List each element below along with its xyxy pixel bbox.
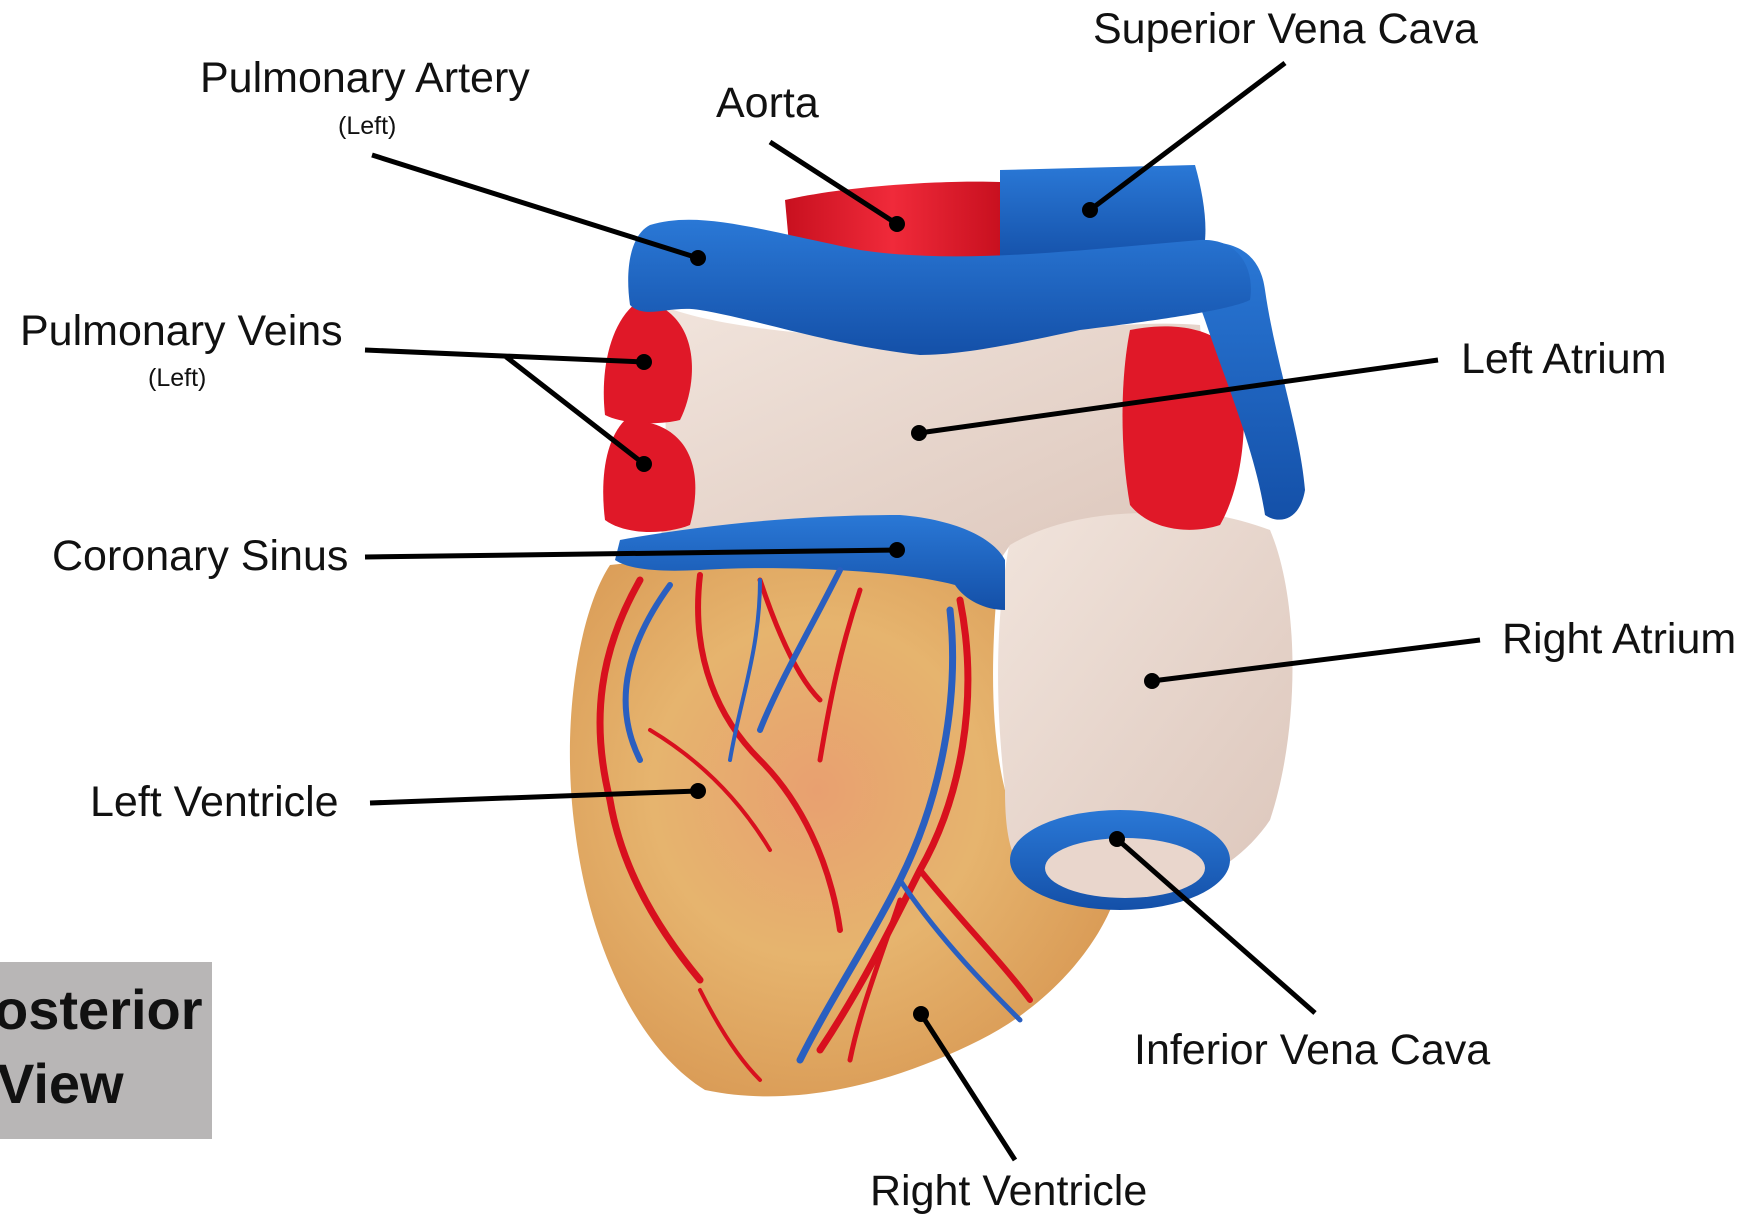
view-caption-box: osterior View [0, 962, 212, 1139]
leader-pulmonary-veins [365, 350, 644, 464]
view-caption-line2: View [0, 1051, 124, 1116]
label-aorta: Aorta [716, 80, 819, 127]
label-pulmonary-veins: Pulmonary Veins [20, 308, 343, 355]
leader-pulmonary-artery [372, 155, 698, 258]
label-right-ventricle: Right Ventricle [870, 1168, 1147, 1215]
label-pulmonary-artery: Pulmonary Artery [200, 55, 530, 102]
label-left-atrium: Left Atrium [1461, 336, 1667, 383]
view-caption-line1: osterior [0, 977, 203, 1042]
label-coronary-sinus: Coronary Sinus [52, 533, 348, 580]
label-right-atrium: Right Atrium [1502, 616, 1736, 663]
ivc-shape [1010, 810, 1230, 910]
label-pulmonary-artery-note: (Left) [338, 112, 396, 141]
heart-illustration [570, 165, 1305, 1096]
label-left-ventricle: Left Ventricle [90, 779, 339, 826]
label-inferior-vena-cava: Inferior Vena Cava [1134, 1027, 1490, 1074]
label-superior-vena-cava: Superior Vena Cava [1093, 6, 1478, 53]
label-pulmonary-veins-note: (Left) [148, 364, 206, 393]
